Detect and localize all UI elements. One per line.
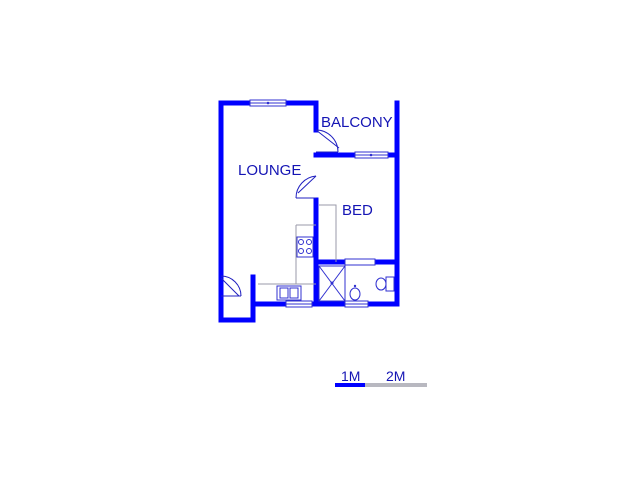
bath-window-top — [344, 258, 376, 266]
walls — [218, 100, 400, 323]
doors — [220, 129, 340, 297]
entrance-door — [220, 277, 240, 297]
scale-segment-1 — [335, 383, 365, 387]
room-label-lounge: LOUNGE — [238, 162, 301, 179]
scale-segment-2 — [365, 383, 427, 387]
scale-label-1m: 1M — [341, 368, 360, 384]
scale-bar: 1M 2M — [335, 368, 427, 387]
stove-icon — [296, 236, 314, 258]
bathroom — [318, 265, 395, 302]
cupboard — [319, 204, 337, 262]
shower-icon — [318, 265, 346, 302]
toilet-icon — [375, 277, 387, 291]
basin-icon — [349, 287, 361, 301]
scale-label-2m: 2M — [386, 368, 405, 384]
balcony-door — [315, 129, 340, 149]
room-label-balcony: BALCONY — [321, 114, 393, 131]
kitchen — [258, 224, 316, 301]
bedroom-door — [297, 175, 317, 194]
windows — [249, 99, 389, 308]
sink-icon — [276, 285, 302, 301]
room-label-bed: BED — [342, 202, 373, 219]
